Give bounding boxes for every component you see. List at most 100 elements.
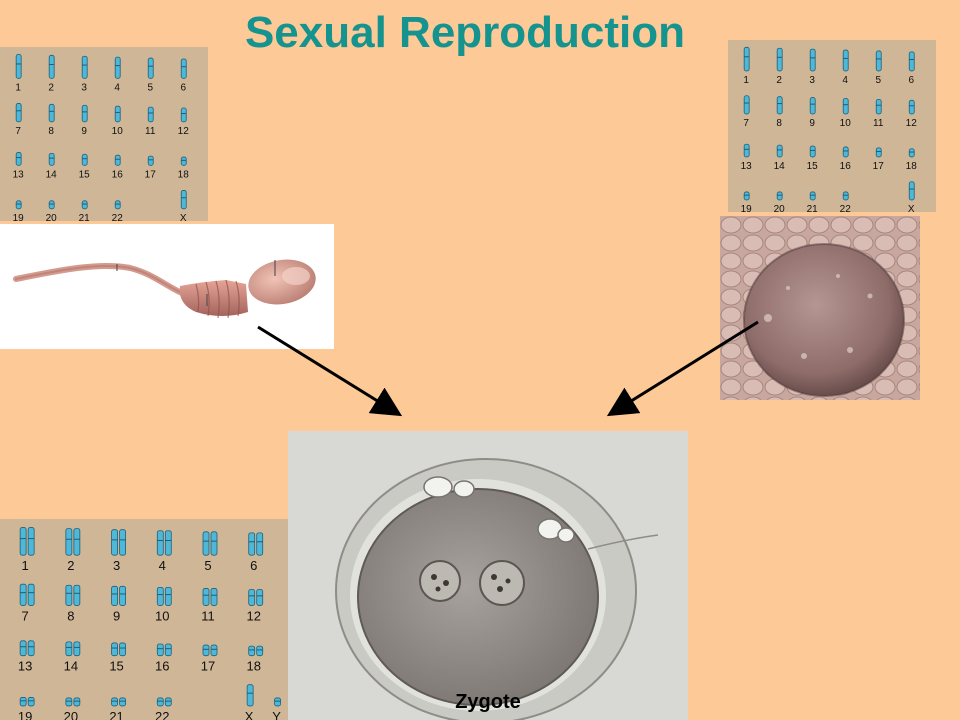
chromosome [164,586,172,606]
chromosome [180,156,187,166]
chromosome-label: 8 [776,118,782,129]
chromosome-label: 4 [114,82,120,93]
chromosome-label: 16 [112,169,124,180]
chromosome [156,530,164,556]
chromosome [27,583,35,606]
chromosome [48,200,55,210]
chromosome [119,585,126,606]
chromosome-label: 3 [809,75,815,86]
chromosome [15,200,22,210]
chromosome [180,190,187,210]
chromosome-label: 7 [22,608,29,623]
chromosome-label: 18 [906,161,918,172]
chromosome-label: 20 [64,709,78,720]
chromosome-label: 5 [875,75,881,86]
chromosome [256,589,264,606]
chromosome [48,103,55,123]
chromosome-label: 4 [842,75,848,86]
chromosome-label: 10 [112,126,124,137]
chromosome [65,697,73,707]
chromosome-label: 2 [776,75,782,86]
chromosome-label: 17 [873,161,885,172]
chromosome-label: 22 [840,204,852,212]
chromosome-label: 1 [15,82,21,93]
chromosome-label: 3 [81,82,87,93]
chromosome [27,697,35,707]
chromosome-label: 12 [178,126,190,137]
chromosome [27,527,35,556]
chromosome [164,643,172,657]
chromosome-label: 6 [250,558,257,573]
chromosome-label: 22 [155,709,169,720]
chromosome-label: 14 [774,161,786,172]
chromosome-label: 19 [18,709,32,720]
chromosome [156,586,164,606]
chromosome-label: 9 [809,118,815,129]
chromosome [202,531,210,556]
chromosome-label: 17 [145,169,157,180]
chromosome [19,697,27,707]
chromosome [908,51,915,72]
chromosome [73,641,81,657]
chromosome [147,57,154,79]
chromosome [164,697,172,707]
chromosome [119,697,126,707]
chromosome [147,155,154,166]
chromosome-label: 11 [201,608,215,623]
chromosome [743,46,750,72]
chromosome [246,684,254,707]
chromosome-label: 9 [113,608,120,623]
chromosome [248,532,256,556]
chromosome [27,640,35,657]
chromosome [111,529,118,556]
zygote-image: Zygote [288,431,688,720]
chromosome [65,641,73,657]
chromosome-label: 11 [873,118,884,129]
chromosome-label: 8 [67,608,74,623]
chromosome [248,645,256,657]
chromosome [842,49,849,72]
chromosome-label: 15 [807,161,819,172]
chromosome [776,191,783,201]
chromosome-label: 11 [145,126,156,137]
chromosome [111,697,118,707]
chromosome [875,50,882,72]
chromosome-label: 5 [204,558,211,573]
chromosome-label: 13 [13,169,25,180]
chromosome [81,153,88,166]
chromosome [156,697,164,707]
chromosome [875,147,882,158]
chromosome-label: 6 [908,75,914,86]
chromosome [114,56,121,79]
chromosome [81,104,88,123]
chromosome [809,145,816,158]
chromosome [776,47,783,72]
chromosome-label: 1 [22,558,29,573]
chromosome-label: 2 [48,82,54,93]
chromosome-label: 8 [48,126,54,137]
chromosome-label: 20 [46,213,58,221]
chromosome-label: Y [272,709,281,720]
chromosome [248,589,256,606]
chromosome [743,143,750,158]
chromosome [180,58,187,79]
chromosome-label: 15 [79,169,91,180]
chromosome-label: 12 [906,118,918,129]
egg-image [720,216,920,400]
chromosome [15,103,22,123]
chromosome [842,191,849,201]
chromosome [73,528,81,556]
chromosome-label: 3 [113,558,120,573]
chromosome [256,645,264,657]
chromosome-label: 4 [159,558,166,573]
chromosome [73,697,81,707]
chromosome-label: 14 [64,659,78,674]
chromosome [19,527,27,556]
chromosome [809,97,816,115]
chromosome [210,588,218,606]
chromosome-label: 9 [81,126,87,137]
chromosome-label: 5 [147,82,153,93]
chromosome-label: 13 [741,161,753,172]
chromosome [19,583,27,606]
